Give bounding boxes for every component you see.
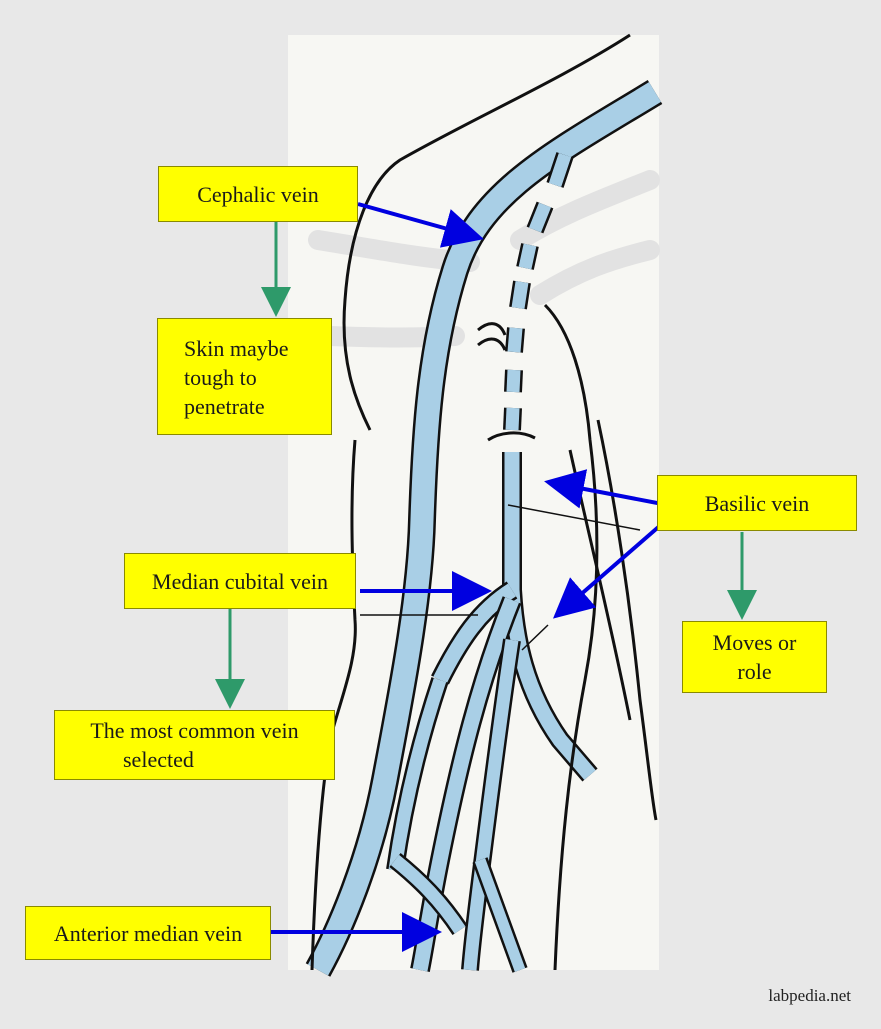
label-text: Skin maybe	[184, 336, 289, 361]
pointer-arrows	[270, 202, 680, 952]
label-skin-note: Skin maybe tough to penetrate	[157, 318, 332, 435]
watermark: labpedia.net	[768, 986, 851, 1005]
basilic-vein-dashed	[503, 152, 574, 431]
median-cubital-vein	[433, 583, 517, 684]
label-moves-note: Moves or role	[682, 621, 827, 693]
label-text: Anterior median vein	[53, 920, 243, 946]
label-text: The most common vein	[90, 718, 299, 743]
label-basilic-vein: Basilic vein	[657, 475, 857, 531]
label-text: Cephalic vein	[197, 181, 319, 207]
drawing-leaders	[360, 504, 641, 651]
label-common-vein-note: The most common vein selected	[54, 710, 335, 780]
arrow-cephalic	[357, 202, 484, 248]
label-text: Moves or	[712, 630, 797, 655]
arrow-basilic-upper	[544, 469, 679, 509]
label-text: Basilic vein	[704, 490, 810, 516]
label-text: Median cubital vein	[152, 568, 328, 594]
label-cephalic-vein: Cephalic vein	[158, 166, 358, 222]
label-text: selected	[123, 747, 194, 772]
label-text: role	[737, 659, 772, 684]
cephalic-vein	[307, 82, 661, 976]
label-median-cubital-vein: Median cubital vein	[124, 553, 356, 609]
label-anterior-median-vein: Anterior median vein	[25, 906, 271, 960]
label-text: tough to	[184, 365, 257, 390]
note-arrows	[215, 222, 757, 709]
label-text: penetrate	[184, 394, 265, 419]
